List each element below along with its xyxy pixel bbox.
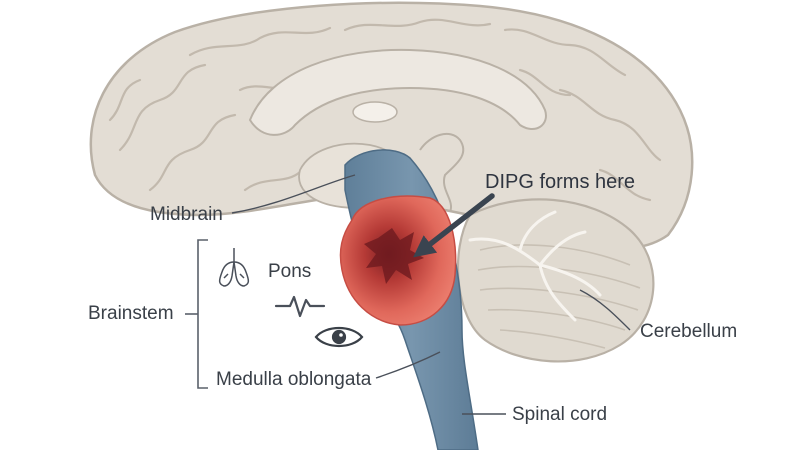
gyri-folds	[108, 18, 662, 202]
spinal-cord-label: Spinal cord	[512, 404, 608, 425]
ventricle	[352, 101, 398, 123]
eye-icon	[314, 326, 364, 348]
cerebellum	[456, 198, 655, 363]
fornix	[419, 132, 465, 213]
tumor-core	[364, 228, 424, 284]
pons-label: Pons	[268, 261, 312, 282]
midbrain-label: Midbrain	[150, 204, 223, 225]
heartbeat-icon	[274, 295, 326, 318]
corpus-callosum	[248, 48, 547, 136]
lungs-icon	[218, 248, 250, 287]
cerebrum	[89, 1, 694, 250]
cerebellum-label: Cerebellum	[640, 321, 738, 342]
medulla-label: Medulla oblongata	[216, 369, 372, 390]
callout-label: DIPG forms here	[485, 171, 636, 193]
brainstem-label: Brainstem	[88, 303, 174, 324]
leader-lines	[231, 174, 631, 415]
brainstem-bracket	[197, 239, 208, 389]
arbor-vitae	[468, 210, 602, 322]
callout-arrow	[413, 193, 495, 258]
